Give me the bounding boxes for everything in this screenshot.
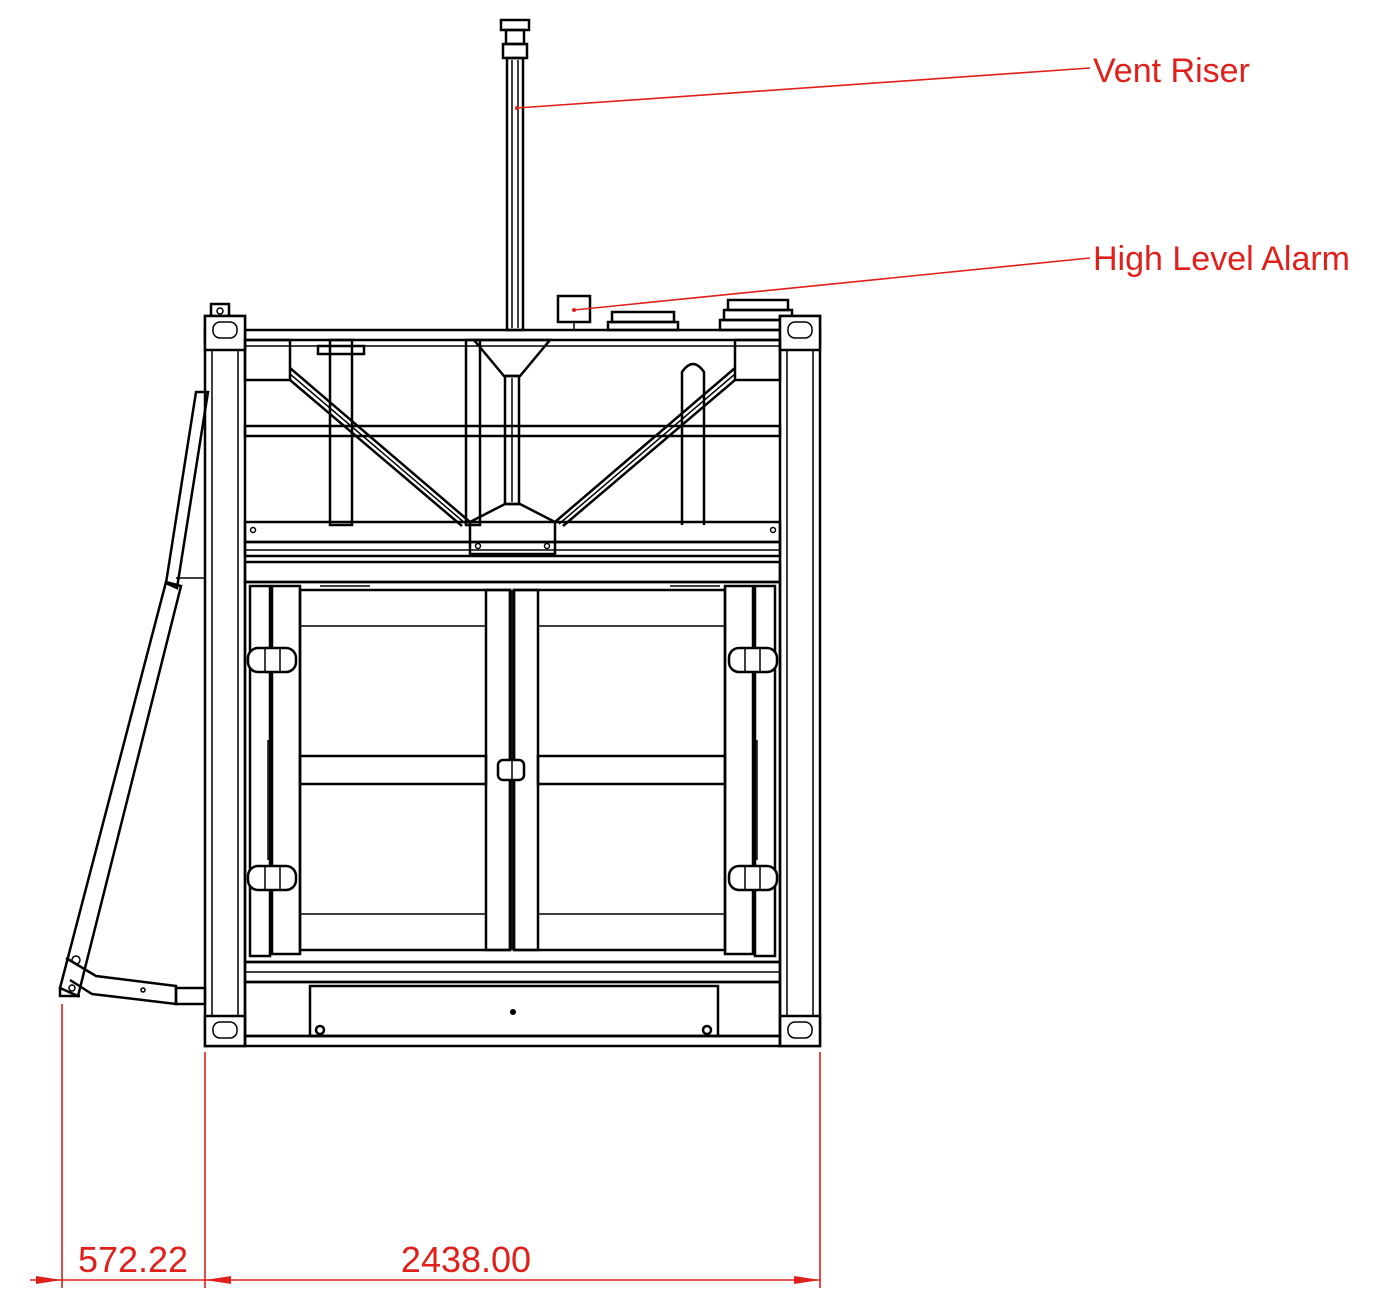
door-frame bbox=[243, 580, 782, 964]
door-latch bbox=[496, 590, 526, 950]
callout-vent-riser: Vent Riser bbox=[515, 52, 1250, 110]
callout-high-level-alarm-label: High Level Alarm bbox=[1093, 240, 1350, 278]
dimension-ladder-offset: 572.22 bbox=[78, 1239, 188, 1280]
folding-ladder bbox=[58, 390, 210, 1006]
high-level-alarm-box bbox=[556, 294, 592, 330]
dimension-tank-width: 2438.00 bbox=[401, 1239, 531, 1280]
vent-riser-pipe bbox=[499, 18, 531, 332]
door-left bbox=[298, 588, 512, 952]
upper-truss bbox=[243, 338, 782, 584]
callout-vent-riser-label: Vent Riser bbox=[1093, 52, 1250, 90]
callout-high-level-alarm: High Level Alarm bbox=[572, 240, 1350, 312]
dim-arrow-3 bbox=[794, 1276, 820, 1284]
door-right bbox=[512, 588, 727, 952]
roof-hatch bbox=[606, 310, 680, 332]
dimension-lines: 572.22 2438.00 bbox=[30, 1004, 821, 1288]
dim-arrow-1 bbox=[36, 1276, 62, 1284]
base-skid bbox=[243, 960, 782, 1038]
dim-arrow-2 bbox=[205, 1276, 231, 1284]
